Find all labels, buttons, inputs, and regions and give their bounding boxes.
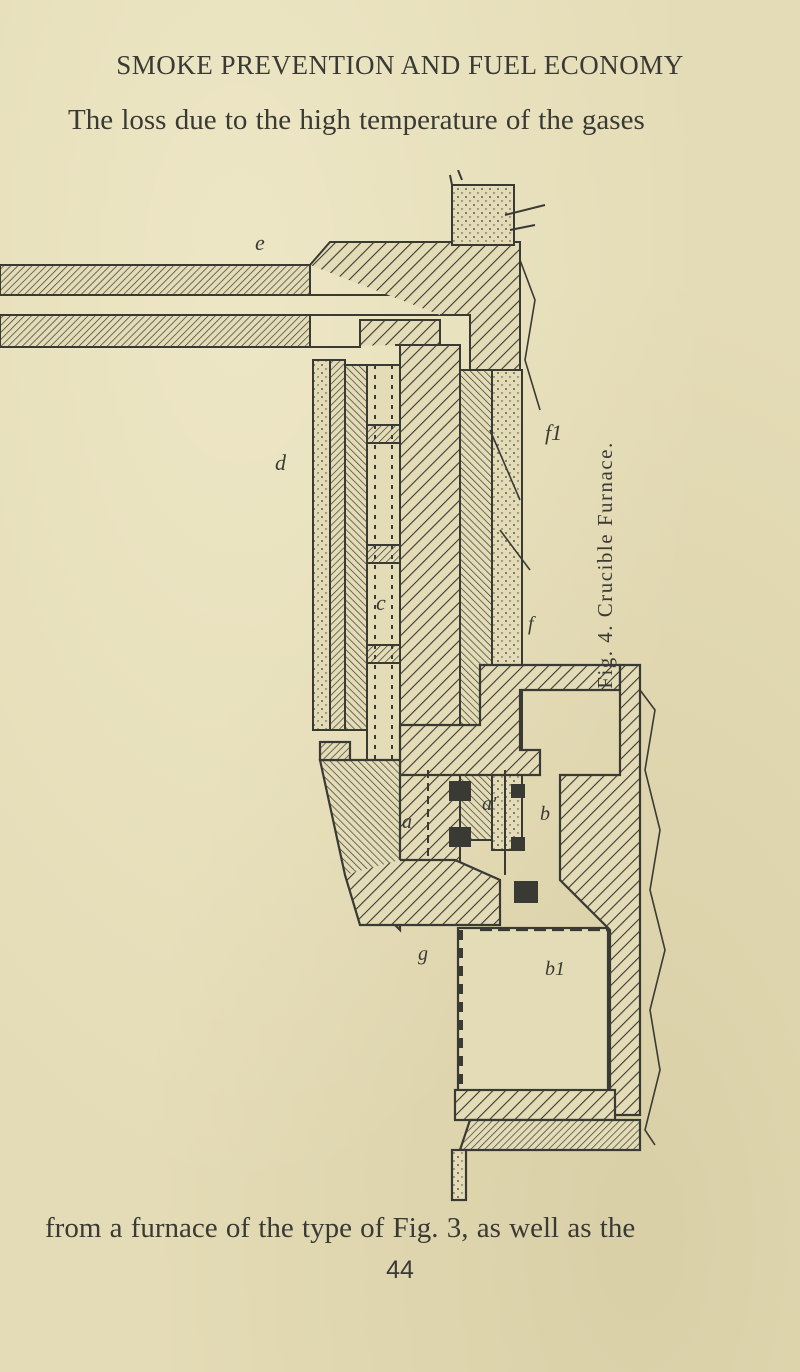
label-e: e <box>255 230 265 255</box>
label-b1: b1 <box>545 958 565 980</box>
label-g: g <box>418 943 428 965</box>
label-c: c <box>376 590 386 615</box>
flue-pipe <box>0 241 521 371</box>
label-a: a <box>402 811 412 833</box>
figure-labels: e d c f1 f a a' b g b1 <box>255 230 565 980</box>
running-header: SMOKE PREVENTION AND FUEL ECONOMY <box>116 50 684 80</box>
furnace-walls <box>312 344 523 866</box>
crucible-chamber <box>366 364 401 766</box>
combustion-chamber <box>318 663 642 1117</box>
label-d: d <box>275 450 287 475</box>
figure-caption: Fig. 4. Crucible Furnace. <box>593 441 617 688</box>
body-text-top: The loss due to the high temperature of … <box>68 104 645 136</box>
label-b: b <box>540 803 550 825</box>
grate-and-firebox <box>399 770 538 903</box>
page-number: 44 <box>386 1256 414 1284</box>
label-f1: f1 <box>545 420 562 445</box>
label-f: f <box>528 613 536 635</box>
ground-earth <box>489 259 666 1146</box>
label-a-prime: a' <box>482 793 497 815</box>
ashpit <box>450 926 642 1202</box>
crucible-furnace-figure: e d c f1 f a a' b g b1 Fig. 4. Crucible … <box>0 170 666 1202</box>
body-text-bottom: from a furnace of the type of Fig. 3, as… <box>45 1212 636 1244</box>
chimney-stack <box>449 170 546 246</box>
